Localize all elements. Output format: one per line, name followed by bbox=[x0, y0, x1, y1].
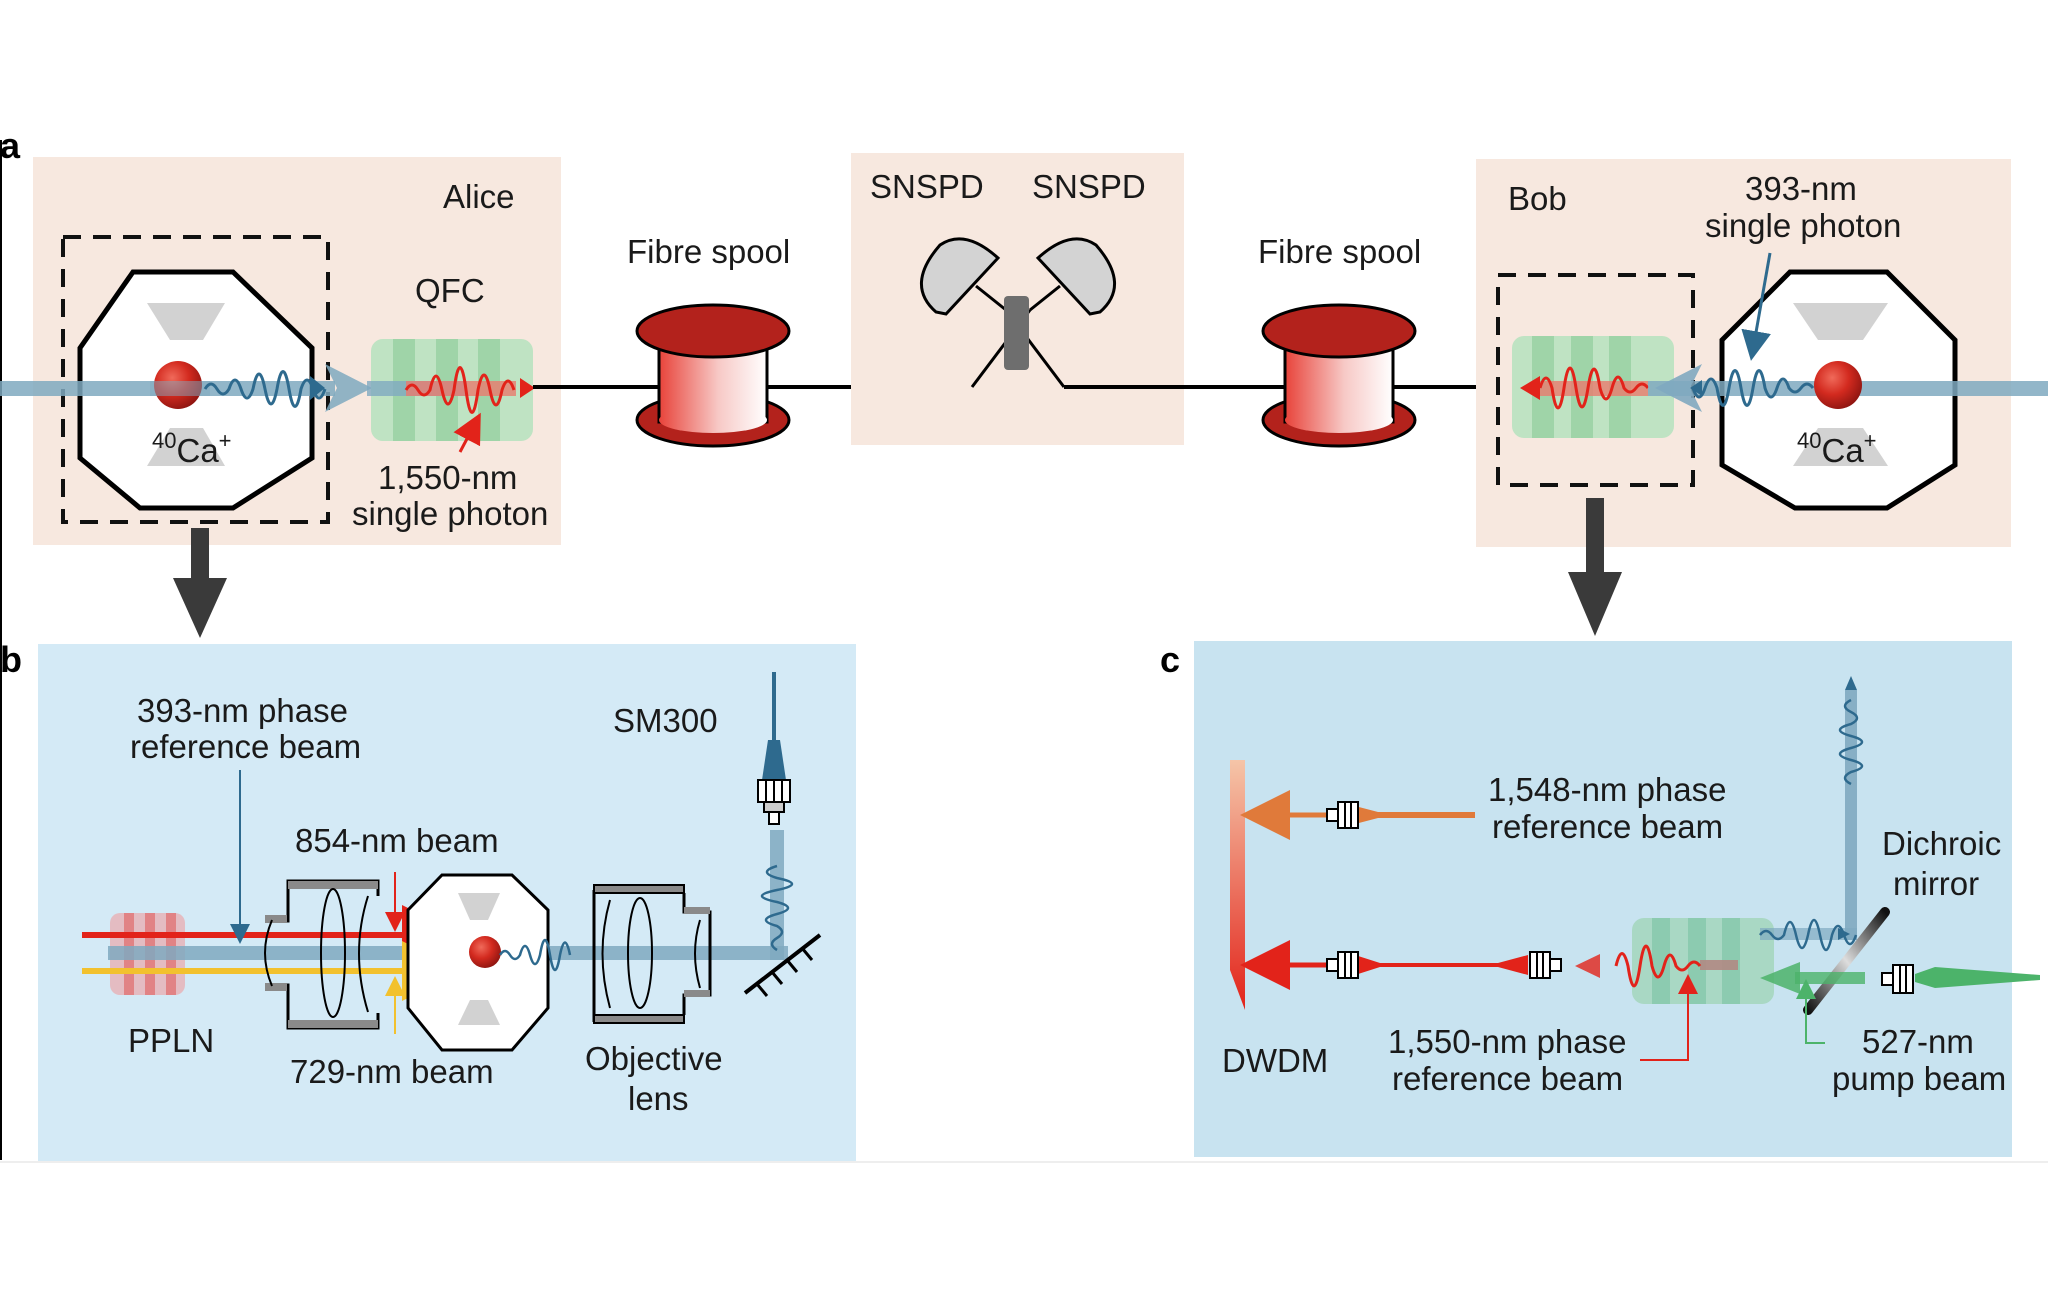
snspd-left-icon bbox=[920, 237, 1001, 316]
fibre-spool-left-label: Fibre spool bbox=[627, 233, 790, 270]
bob-photon-label-2: single photon bbox=[1705, 207, 1901, 244]
fibre-spool-right-icon bbox=[1261, 303, 1417, 448]
c-527-label-2: pump beam bbox=[1832, 1060, 2006, 1097]
c-1548-connector-icon bbox=[1326, 801, 1359, 829]
b-fibre-connector-icon bbox=[757, 672, 791, 825]
alice-qfc-label: QFC bbox=[415, 272, 485, 309]
b-phase-ref-label-2: reference beam bbox=[130, 728, 361, 765]
bob-trap-electrode-bottom bbox=[1793, 428, 1888, 466]
fibre-spool-left-icon bbox=[635, 303, 791, 448]
bob-393-arrowhead bbox=[1655, 364, 1702, 412]
bob-title: Bob bbox=[1508, 180, 1567, 217]
panel-letter-c: c bbox=[1160, 639, 1180, 680]
snspd-right-icon bbox=[1035, 237, 1116, 316]
dichroic-mirror-icon bbox=[1803, 907, 1890, 1015]
c-527-label-1: 527-nm bbox=[1862, 1023, 1974, 1060]
alice-393-photon-wave bbox=[203, 370, 327, 408]
snspd-left-label: SNSPD bbox=[870, 168, 984, 205]
c-dichroic-label-2: mirror bbox=[1893, 865, 1979, 902]
alice-zoom-box bbox=[61, 235, 330, 524]
alice-393-arrowhead bbox=[325, 364, 372, 412]
b-photon-wave-up bbox=[760, 864, 794, 952]
c-dwdm-label: DWDM bbox=[1222, 1042, 1328, 1079]
zoom-arrow-to-b bbox=[173, 528, 227, 638]
zoom-arrow-to-c bbox=[1568, 498, 1622, 636]
c-1548-label-2: reference beam bbox=[1492, 808, 1723, 845]
b-729-label: 729-nm beam bbox=[290, 1053, 494, 1090]
alice-trap-electrode-bottom bbox=[147, 428, 225, 466]
c-527-connector-icon bbox=[1881, 964, 1914, 994]
c-1550-pointer bbox=[1640, 974, 1698, 1061]
c-393-photon-wave bbox=[1759, 918, 1858, 952]
b-objective-lens-icon bbox=[592, 884, 712, 1024]
c-1550-connector-left-icon bbox=[1326, 951, 1359, 979]
alice-photon-pointer bbox=[453, 412, 481, 453]
b-ion-icon bbox=[469, 936, 501, 968]
c-1548-label-1: 1,548-nm phase bbox=[1488, 771, 1727, 808]
beam-splitter-icon bbox=[1004, 296, 1029, 370]
b-mirror-icon bbox=[743, 933, 822, 997]
snspd-right-label: SNSPD bbox=[1032, 168, 1146, 205]
b-854-label: 854-nm beam bbox=[295, 822, 499, 859]
bob-1550-photon-wave bbox=[1538, 366, 1650, 410]
c-1550-photon-wave bbox=[1614, 944, 1702, 988]
panel-letter-b: b bbox=[0, 639, 22, 680]
fibre-spool-right-label: Fibre spool bbox=[1258, 233, 1421, 270]
alice-photon-label-1: 1,550-nm bbox=[378, 459, 517, 496]
bob-ion-label: 40Ca+ bbox=[1797, 428, 1877, 469]
bob-photon-pointer bbox=[1741, 252, 1772, 361]
panel-c-box bbox=[1194, 641, 2012, 1157]
alice-title: Alice bbox=[443, 178, 515, 215]
panel-c: c 1,548-nm phase reference beam Dichroic… bbox=[1160, 639, 2040, 1157]
b-lens-left-icon bbox=[264, 879, 380, 1030]
alice-ion-label: 40Ca+ bbox=[152, 428, 232, 469]
alice-photon-label-2: single photon bbox=[352, 495, 548, 532]
bob-trap-electrode-top bbox=[1793, 303, 1888, 340]
b-objective-label-1: Objective bbox=[585, 1040, 723, 1077]
b-objective-label-2: lens bbox=[628, 1080, 689, 1117]
c-1550-label-1: 1,550-nm phase bbox=[1388, 1023, 1627, 1060]
dwdm-icon bbox=[1230, 760, 1245, 1010]
bob-393-photon-wave bbox=[1691, 369, 1815, 407]
panel-b: b 393-nm phase reference beam SM300 854-… bbox=[0, 639, 856, 1161]
b-ppln-label: PPLN bbox=[128, 1022, 214, 1059]
c-527-pointer bbox=[1796, 979, 1825, 1044]
panel-a: a Alice 40Ca+ QFC 1,550-nm single pho bbox=[0, 125, 2048, 638]
bob-ion-icon bbox=[1814, 361, 1862, 409]
panel-letter-a: a bbox=[0, 125, 21, 166]
b-phase-ref-label-1: 393-nm phase bbox=[137, 692, 348, 729]
alice-1550-photon-wave bbox=[404, 366, 516, 414]
b-sm300-label: SM300 bbox=[613, 702, 718, 739]
c-393-photon-wave-up bbox=[1838, 698, 1864, 786]
c-1550-fibre bbox=[1355, 955, 1528, 975]
c-1550-connector-right-icon bbox=[1529, 951, 1562, 979]
c-527-pump-beam bbox=[1795, 972, 1865, 984]
c-1550-label-2: reference beam bbox=[1392, 1060, 1623, 1097]
bob-photon-label-1: 393-nm bbox=[1745, 170, 1857, 207]
b-photon-wave bbox=[498, 938, 572, 972]
c-393-output-beam bbox=[1845, 690, 1857, 940]
alice-trap-electrode-top bbox=[147, 303, 225, 340]
c-dichroic-label-1: Dichroic bbox=[1882, 825, 2001, 862]
